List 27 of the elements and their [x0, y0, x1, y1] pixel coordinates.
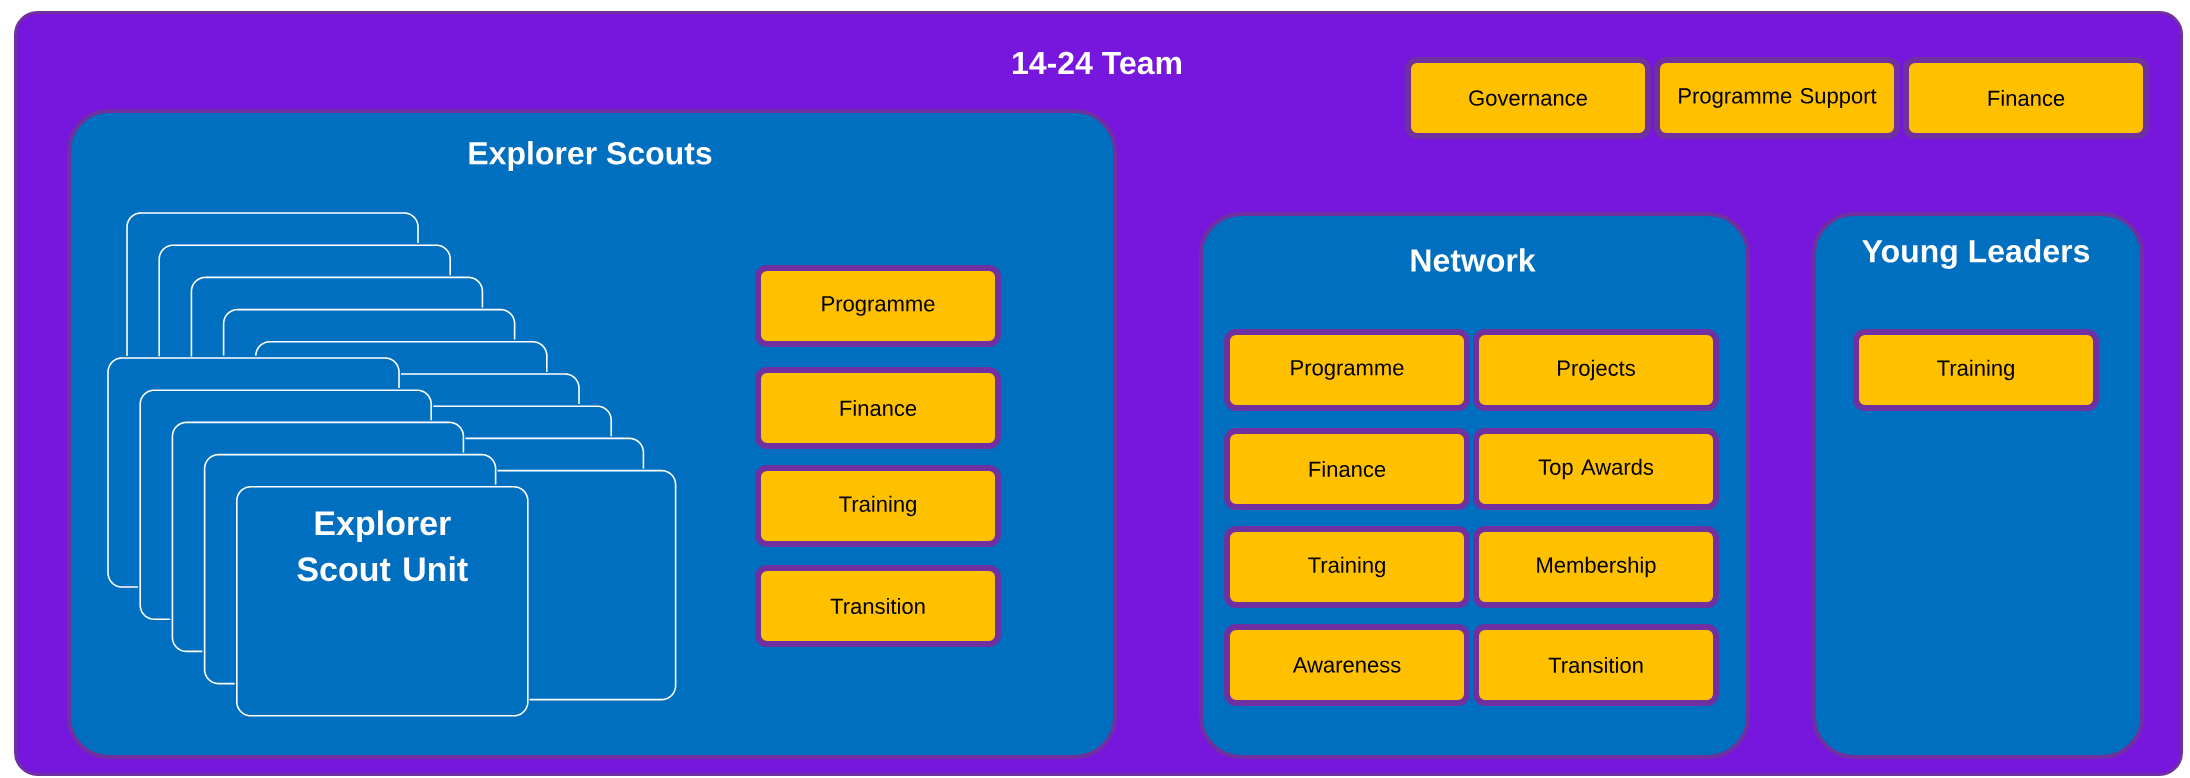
team-box: Programme Support: [1654, 57, 1900, 139]
team-box: Awareness: [1224, 624, 1470, 706]
unit-card: [464, 437, 645, 470]
unit-card: [158, 244, 451, 357]
team-box: Programme: [1224, 329, 1470, 411]
unit-card: [255, 341, 548, 373]
team-box: Training: [755, 465, 1001, 547]
team-box: Projects: [1473, 329, 1719, 411]
team-box: Finance: [755, 367, 1001, 449]
unit-card: [432, 405, 612, 437]
team-box: Training: [1224, 526, 1470, 608]
team-box: Programme: [755, 265, 1001, 347]
team-box: Training: [1853, 329, 2099, 411]
team-box: Transition: [1473, 624, 1719, 706]
team-box: Finance: [1224, 428, 1470, 510]
unit-card: [496, 469, 677, 701]
team-box: Top Awards: [1473, 428, 1719, 510]
unit-card: [203, 453, 497, 685]
team-box: Membership: [1473, 526, 1719, 608]
unit-card: [400, 373, 580, 405]
unit-card: [222, 308, 516, 357]
team-box: Transition: [755, 565, 1001, 647]
team-box: Governance: [1405, 57, 1651, 139]
unit-card: [126, 212, 419, 357]
unit-card: Explorer Scout Unit: [236, 486, 529, 717]
team-box: Finance: [1903, 57, 2149, 139]
unit-card: [190, 276, 484, 358]
